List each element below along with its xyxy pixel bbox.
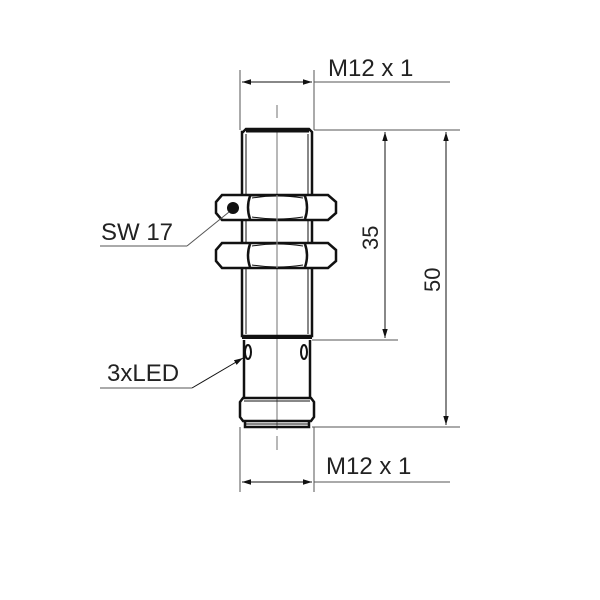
top-thread-dimension: [239, 70, 450, 130]
connector-collar: [238, 396, 316, 429]
led-leader: [100, 357, 244, 389]
bottom-thread-label: M12 x 1: [326, 453, 411, 480]
wrench-size-leader: [100, 211, 230, 247]
wrench-marker-dot: [227, 202, 239, 214]
bottom-thread-dimension: [239, 427, 450, 492]
hex-nut-lower: [214, 241, 338, 270]
led-label: 3xLED: [107, 360, 179, 387]
dimension-50: [312, 132, 460, 428]
top-thread-label: M12 x 1: [328, 55, 413, 82]
hex-nut-upper: [214, 193, 338, 222]
led-section: [242, 340, 312, 398]
wrench-size-label: SW 17: [101, 219, 173, 246]
dimension-50-label: 50: [420, 268, 445, 292]
dimension-35: [312, 129, 460, 341]
sensor-body: [240, 127, 314, 339]
dimension-35-label: 35: [358, 226, 383, 250]
